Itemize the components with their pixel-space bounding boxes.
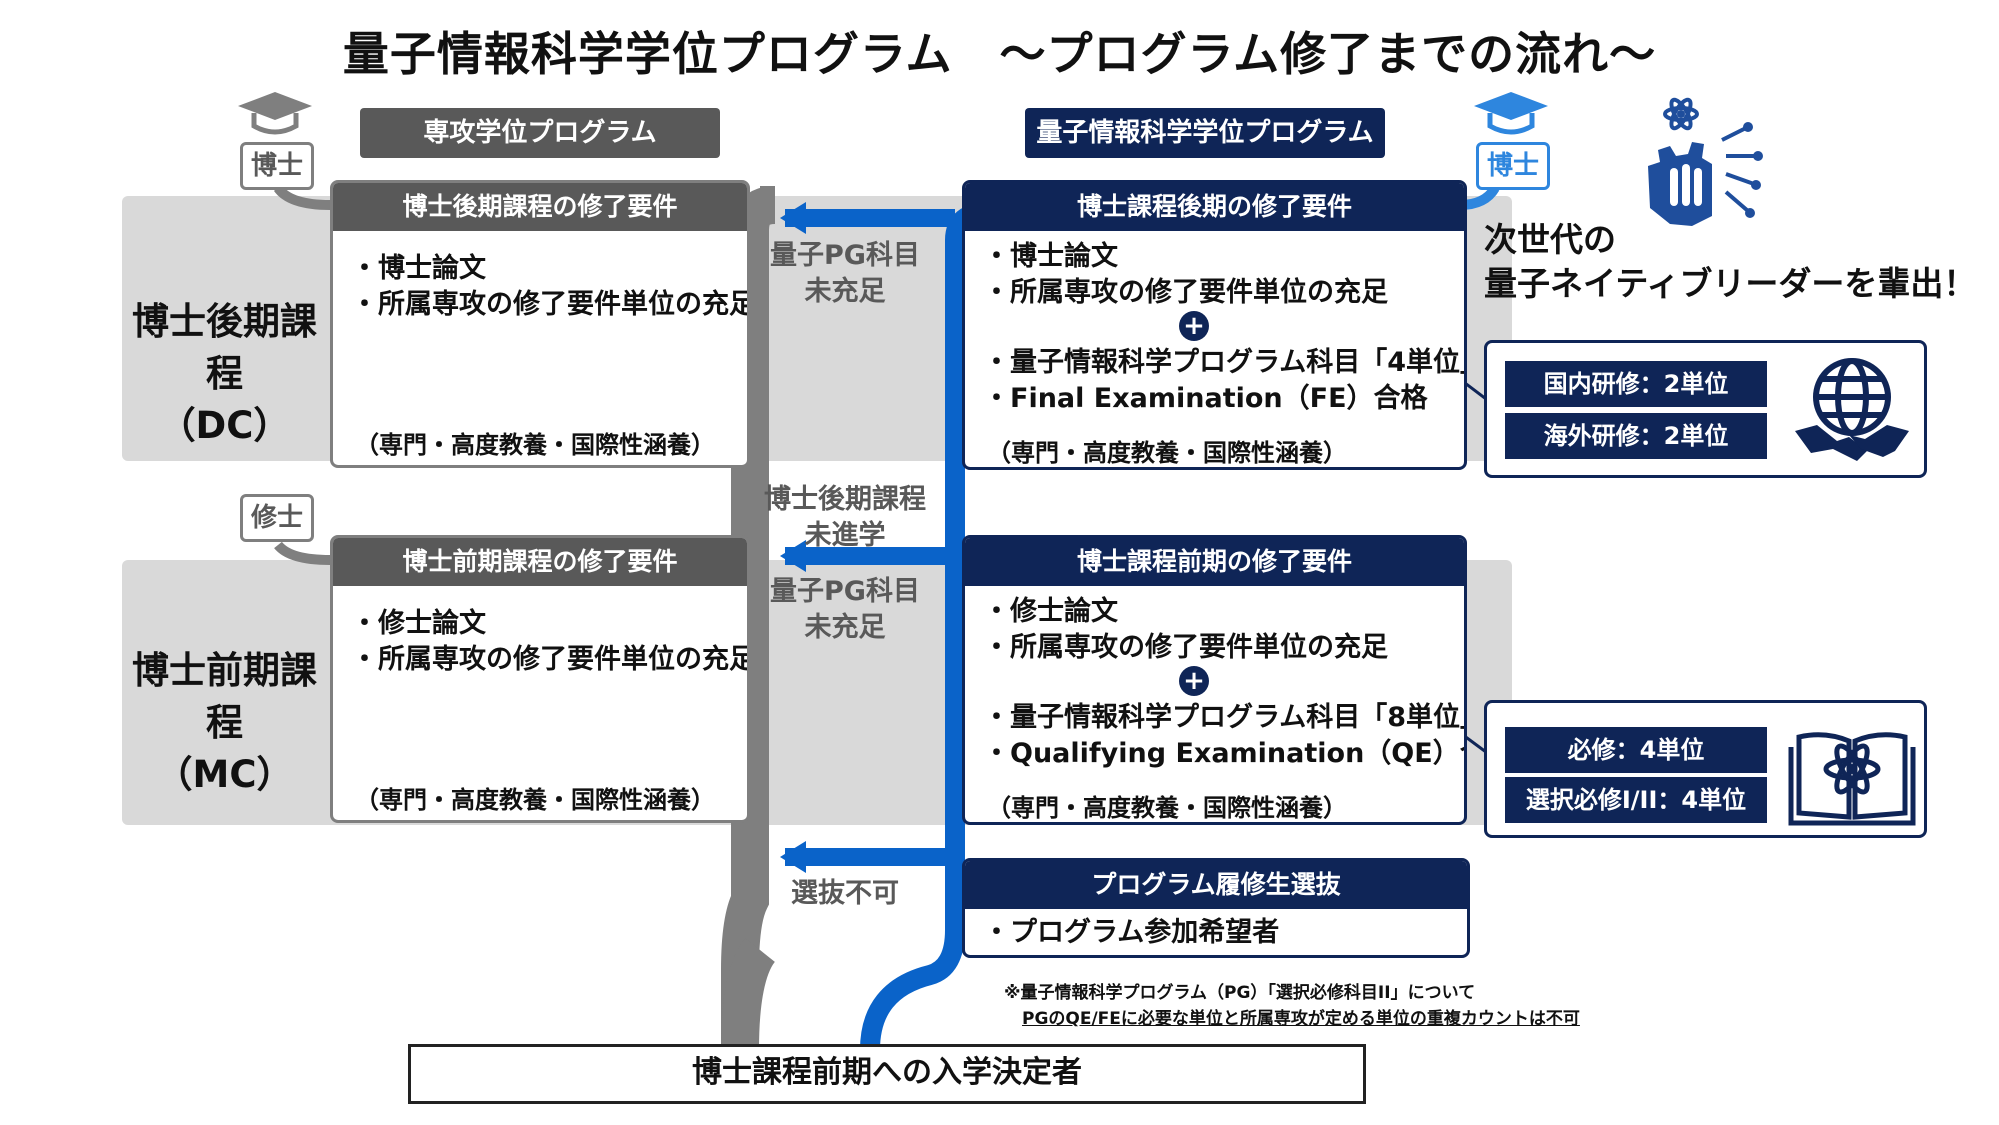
badge-master-left: 修士 [240, 494, 314, 542]
selection-item: ・プログラム参加希望者 [983, 917, 1280, 948]
program-selection-card: プログラム履修生選抜 ・プログラム参加希望者 [962, 858, 1470, 958]
page-title: 量子情報科学学位プログラム ～プログラム修了までの流れ～ [342, 27, 1657, 81]
mc-stage-label: 博士前期課程 （MC） [122, 645, 327, 801]
atom-book-icon [1788, 732, 1916, 826]
footnote-line2: PGのQE/FEに必要な単位と所属専攻が定める単位の重複カウントは不可 [1022, 1009, 1580, 1029]
domestic-training-pill: 国内研修：2単位 [1505, 361, 1767, 407]
graduation-cap-icon [238, 92, 312, 135]
quantum-program-header: 量子情報科学学位プログラム [1025, 108, 1385, 158]
right-mc-note: （専門・高度教養・国際性涵養） [987, 794, 1347, 822]
left-mc-item: ・修士論文 [351, 608, 486, 639]
dc-credits-callout: 国内研修：2単位 海外研修：2単位 [1484, 340, 1927, 478]
left-mc-requirements-card: 博士前期課程の修了要件 ・修士論文 ・所属専攻の修了要件単位の充足 （専門・高度… [330, 535, 750, 823]
elective-credits-pill: 選択必修I/II：4単位 [1505, 777, 1767, 823]
overseas-training-pill: 海外研修：2単位 [1505, 413, 1767, 459]
right-dc-item: ・量子情報科学プログラム科目「4単位」 [983, 347, 1467, 378]
left-dc-card-header: 博士後期課程の修了要件 [333, 183, 747, 231]
badge-connector-doctor-left [273, 184, 331, 210]
slogan-line2: 量子ネイティブリーダーを輩出！ [1484, 264, 1977, 303]
dc-stage-label: 博士後期課程 （DC） [122, 296, 327, 452]
no-advance-label: 博士後期課程 未進学 [755, 482, 935, 554]
slogan-line1: 次世代の [1484, 220, 1616, 259]
left-dc-item: ・博士論文 [351, 253, 486, 284]
slogan: 次世代の 量子ネイティブリーダーを輩出！ [1484, 218, 1976, 306]
right-mc-item: ・修士論文 [983, 596, 1118, 627]
right-mc-card-header: 博士課程前期の修了要件 [965, 538, 1464, 586]
mc-stage-name: 博士前期課程 [132, 649, 317, 744]
footnote-line1: ※量子情報科学プログラム（PG）「選択必修科目II」について [1004, 983, 1476, 1003]
selection-card-header: プログラム履修生選抜 [965, 861, 1467, 909]
mc-credits-callout: 必修：4単位 選択必修I/II：4単位 [1484, 700, 1927, 838]
left-dc-note: （専門・高度教養・国際性涵養） [355, 431, 715, 459]
left-mc-item: ・所属専攻の修了要件単位の充足 [351, 644, 750, 675]
no-advance-line2: 未進学 [804, 520, 886, 551]
graduation-cap-icon [1474, 92, 1548, 135]
arrow-dc-unmet-head [780, 202, 806, 234]
badge-doctor-left: 博士 [240, 142, 314, 190]
dc-unmet-line2: 未充足 [804, 276, 886, 307]
right-dc-item: ・所属専攻の修了要件単位の充足 [983, 277, 1388, 308]
mc-unmet-label: 量子PG科目 未充足 [760, 574, 930, 646]
mc-stage-abbr: （MC） [155, 753, 294, 796]
dc-stage-abbr: （DC） [158, 404, 291, 447]
mc-unmet-line2: 未充足 [804, 612, 886, 643]
mc-unmet-line1: 量子PG科目 [770, 576, 920, 607]
left-mc-note: （専門・高度教養・国際性涵養） [355, 786, 715, 814]
right-dc-note: （専門・高度教養・国際性涵養） [987, 439, 1347, 467]
right-dc-card-header: 博士課程後期の修了要件 [965, 183, 1464, 231]
dc-stage-name: 博士後期課程 [132, 300, 317, 395]
dc-unmet-line1: 量子PG科目 [770, 240, 920, 271]
gray-flow-left-curve [721, 938, 776, 1051]
right-mc-requirements-card: 博士課程前期の修了要件 ・修士論文 ・所属専攻の修了要件単位の充足 + ・量子情… [962, 535, 1467, 825]
plus-icon: + [1179, 311, 1209, 341]
left-dc-requirements-card: 博士後期課程の修了要件 ・博士論文 ・所属専攻の修了要件単位の充足 （専門・高度… [330, 180, 750, 468]
dc-unmet-label: 量子PG科目 未充足 [760, 238, 930, 310]
left-mc-card-header: 博士前期課程の修了要件 [333, 538, 747, 586]
right-mc-item: ・Qualifying Examination（QE）合格 [983, 738, 1467, 769]
footnote: ※量子情報科学プログラム（PG）「選択必修科目II」について PGのQE/FEに… [1004, 980, 1580, 1032]
right-dc-item: ・Final Examination（FE）合格 [983, 383, 1428, 414]
no-advance-line1: 博士後期課程 [764, 484, 926, 515]
required-credits-pill: 必修：4単位 [1505, 727, 1767, 773]
badge-doctor-right: 博士 [1476, 142, 1550, 190]
not-selected-label: 選抜不可 [791, 878, 899, 909]
ai-hand-gear-icon [1648, 97, 1763, 226]
arrow-no-advance-head [780, 540, 806, 572]
arrow-not-selected-head [780, 841, 806, 873]
badge-connector-master-left [274, 541, 331, 565]
major-program-header: 専攻学位プログラム [360, 108, 720, 158]
right-dc-item: ・博士論文 [983, 241, 1118, 272]
right-dc-requirements-card: 博士課程後期の修了要件 ・博士論文 ・所属専攻の修了要件単位の充足 + ・量子情… [962, 180, 1467, 470]
right-mc-item: ・所属専攻の修了要件単位の充足 [983, 632, 1388, 663]
right-mc-item: ・量子情報科学プログラム科目「8単位」 [983, 702, 1467, 733]
handshake-globe-icon [1795, 358, 1909, 461]
left-dc-item: ・所属専攻の修了要件単位の充足 [351, 289, 750, 320]
admission-decided-box: 博士課程前期への入学決定者 [408, 1044, 1366, 1104]
plus-icon: + [1179, 666, 1209, 696]
